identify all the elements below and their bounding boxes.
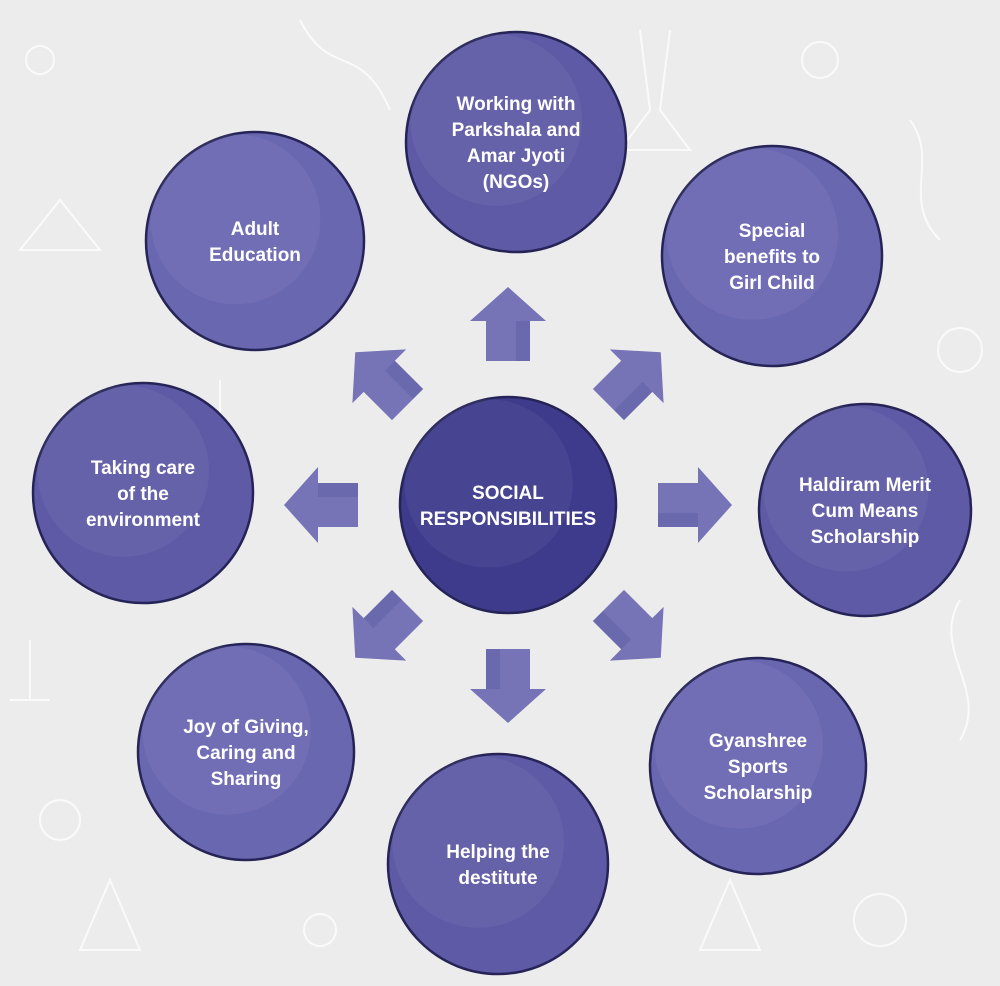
circle-destitute-label-line: destitute bbox=[458, 868, 537, 889]
arrow-ngos bbox=[470, 287, 546, 361]
circle-environment-highlight bbox=[37, 385, 209, 557]
circle-adult-education-label-line: Adult bbox=[231, 219, 280, 240]
circle-joy-of-giving-label-line: Caring and bbox=[196, 743, 295, 764]
background-doodle bbox=[299, 19, 391, 111]
circle-environment-label-line: Taking care bbox=[91, 458, 195, 479]
circle-girl-child-label-line: benefits to bbox=[724, 247, 820, 268]
circle-ngos-shape bbox=[404, 30, 628, 254]
background-doodle bbox=[698, 877, 762, 951]
circle-ngos-label-line: Parkshala and bbox=[452, 120, 581, 141]
background-doodle bbox=[10, 640, 50, 701]
arrow-gyanshree bbox=[592, 589, 664, 661]
background-doodle bbox=[25, 45, 55, 75]
background-doodle bbox=[303, 913, 337, 947]
background-doodle bbox=[17, 198, 103, 251]
circle-haldiram-label-line: Scholarship bbox=[811, 527, 920, 548]
circle-adult-education-label-line: Education bbox=[209, 245, 301, 266]
circle-haldiram-label-line: Haldiram Merit bbox=[799, 475, 932, 496]
circle-gyanshree-label-line: Sports bbox=[728, 757, 788, 778]
background-doodles bbox=[10, 19, 983, 951]
arrow-girl-child bbox=[592, 349, 664, 421]
circle-haldiram-highlight bbox=[763, 406, 929, 572]
circle-joy-of-giving-label-line: Joy of Giving, bbox=[183, 717, 309, 738]
circle-environment-shape bbox=[31, 381, 255, 605]
circle-environment-label-line: environment bbox=[86, 510, 201, 531]
circle-girl-child-label-line: Special bbox=[739, 221, 806, 242]
circle-environment: Taking care of the environment bbox=[31, 381, 255, 605]
arrow-destitute bbox=[470, 649, 546, 723]
arrow-haldiram bbox=[658, 467, 732, 543]
circle-gyanshree-shape bbox=[648, 656, 868, 876]
arrow-joy-of-giving bbox=[352, 589, 424, 661]
circle-haldiram-shape bbox=[757, 402, 973, 618]
circle-girl-child-label-line: Girl Child bbox=[729, 273, 815, 294]
circle-gyanshree-label-line: Scholarship bbox=[704, 783, 813, 804]
circle-destitute-label-line: Helping the bbox=[446, 842, 549, 863]
circle-ngos-label-line: Working with bbox=[457, 94, 576, 115]
center-circle-social-responsibilities-shape bbox=[398, 395, 618, 615]
circle-adult-education-highlight bbox=[150, 134, 321, 305]
background-doodle bbox=[801, 41, 839, 79]
center-circle-social-responsibilities-highlight bbox=[404, 399, 573, 568]
circle-gyanshree-label-line: Gyanshree bbox=[709, 731, 807, 752]
circle-gyanshree-highlight bbox=[654, 660, 823, 829]
circle-destitute-highlight bbox=[392, 756, 564, 928]
background-doodle bbox=[39, 799, 81, 841]
center-circle-social-responsibilities-label-line: SOCIAL bbox=[472, 483, 544, 504]
background-doodle bbox=[950, 599, 970, 741]
arrows-group bbox=[284, 287, 732, 723]
circle-joy-of-giving-highlight bbox=[142, 646, 311, 815]
background-doodle bbox=[618, 29, 692, 151]
background-doodle bbox=[853, 893, 907, 947]
background-doodle bbox=[909, 119, 941, 241]
circle-girl-child-shape bbox=[660, 144, 884, 368]
circle-haldiram-label-line: Cum Means bbox=[812, 501, 919, 522]
arrow-adult-education bbox=[352, 349, 424, 421]
circle-adult-education-shape bbox=[144, 130, 366, 352]
circle-joy-of-giving-shape bbox=[136, 642, 356, 862]
center-circle-social-responsibilities: SOCIAL RESPONSIBILITIES bbox=[398, 395, 618, 615]
background-doodle bbox=[937, 327, 983, 373]
circle-ngos-highlight bbox=[410, 34, 582, 206]
circle-destitute: Helping the destitute bbox=[386, 752, 610, 976]
circle-joy-of-giving-label-line: Sharing bbox=[211, 769, 282, 790]
circle-girl-child: Special benefits to Girl Child bbox=[660, 144, 884, 368]
circle-destitute-shape bbox=[386, 752, 610, 976]
center-circle-social-responsibilities-label-line: RESPONSIBILITIES bbox=[420, 509, 596, 530]
circle-girl-child-highlight bbox=[666, 148, 838, 320]
circle-ngos-label-line: (NGOs) bbox=[483, 172, 550, 193]
circle-environment-label-line: of the bbox=[117, 484, 169, 505]
background-doodle bbox=[78, 877, 142, 951]
arrow-environment bbox=[284, 467, 358, 543]
circle-ngos-label-line: Amar Jyoti bbox=[467, 146, 565, 167]
